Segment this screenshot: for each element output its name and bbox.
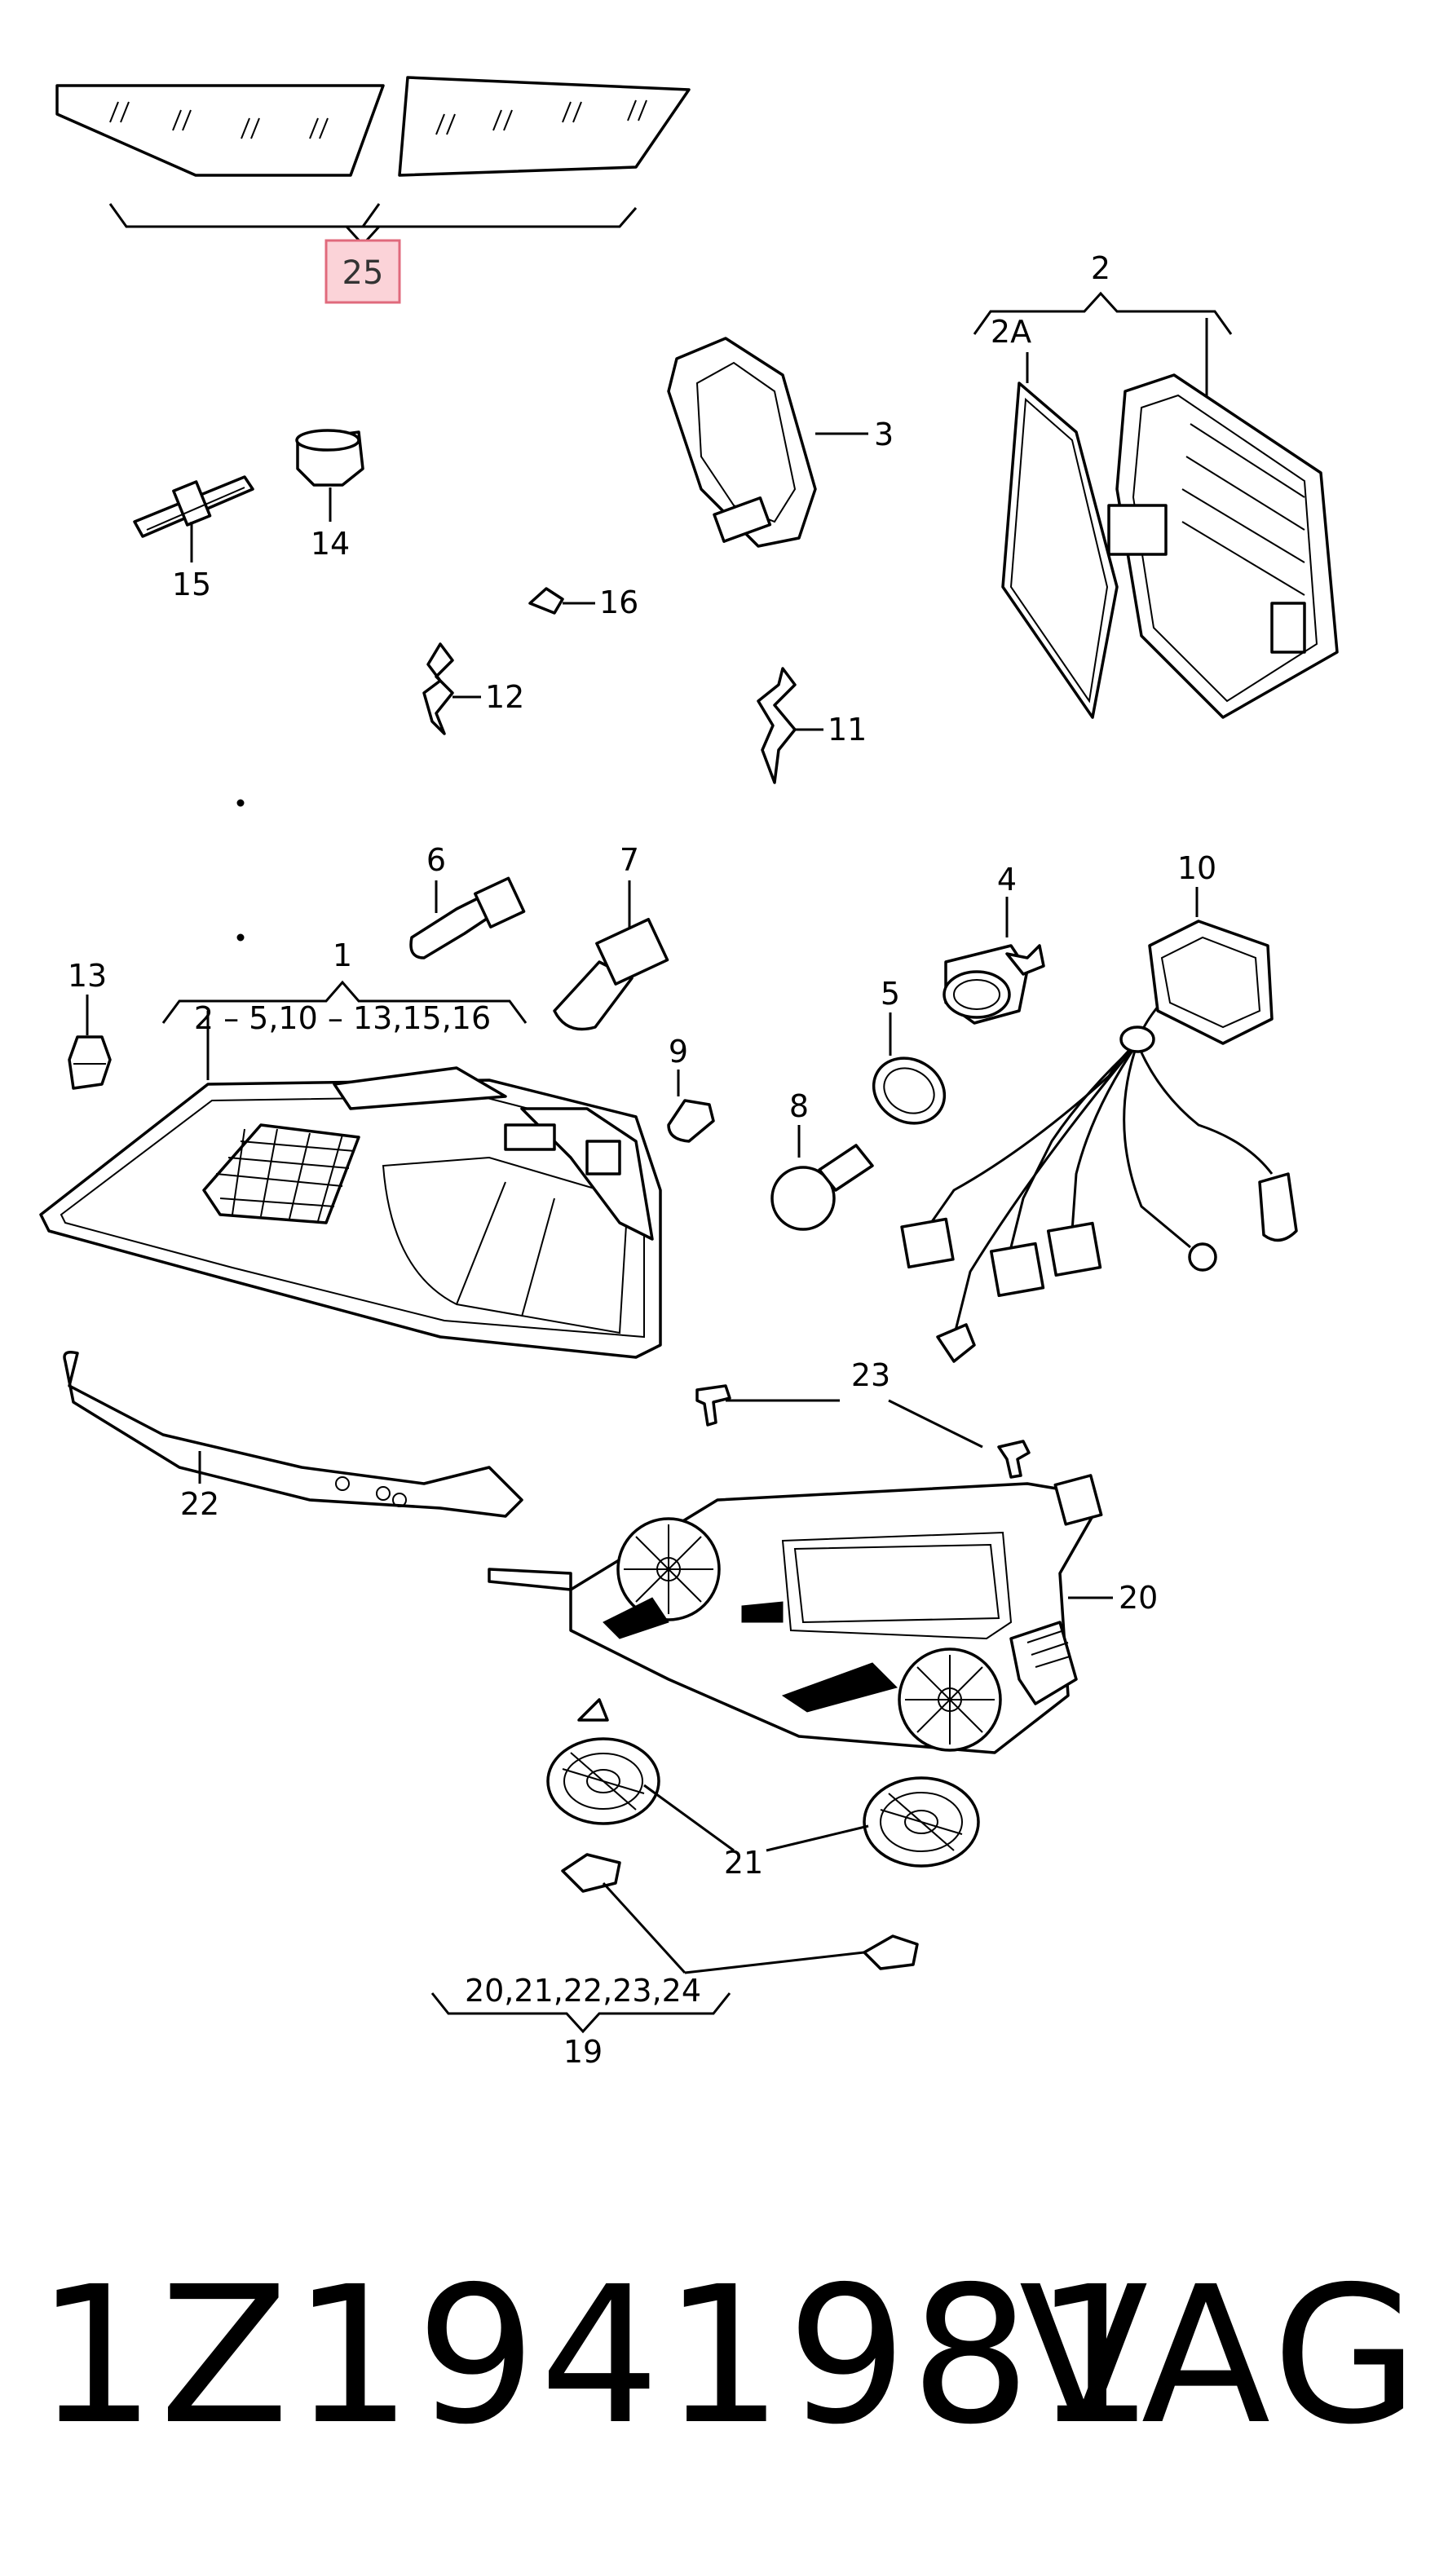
part-4-bulb-socket: 4 xyxy=(943,862,1045,1025)
part-12-clip: 12 xyxy=(422,642,524,735)
callout-11: 11 xyxy=(828,712,867,748)
part-13-nut: 13 xyxy=(68,958,112,1090)
part-7-bulb: 7 xyxy=(553,842,669,1031)
part-9-bulb: 9 xyxy=(667,1034,715,1143)
callout-16: 16 xyxy=(599,584,638,620)
exploded-parts-diagram: 25 2 2A 3 14 xyxy=(39,76,1339,2070)
part-2-housing: 2 2A xyxy=(973,250,1339,719)
footer: 1Z1941981 VAG xyxy=(0,2234,1448,2478)
part-5-seal-ring: 5 xyxy=(872,976,947,1125)
callout-25-highlight[interactable] xyxy=(324,239,401,304)
callout-5: 5 xyxy=(881,976,900,1012)
callout-12: 12 xyxy=(485,679,524,715)
part-1-headlight-assembly: 1 2 – 5,10 – 13,15,16 xyxy=(39,937,662,1359)
part-11-clip: 11 xyxy=(757,667,867,784)
part-3-bracket: 3 xyxy=(667,337,894,548)
callout-19-includes: 20,21,22,23,24 xyxy=(465,1973,701,2009)
callout-14: 14 xyxy=(311,526,350,562)
callout-22: 22 xyxy=(180,1486,219,1522)
callout-21: 21 xyxy=(724,1845,763,1881)
kit-19-callout: 20,21,22,23,24 19 xyxy=(430,1973,731,2070)
part-6-bulb: 6 xyxy=(409,842,526,959)
callout-13: 13 xyxy=(68,958,107,994)
part-22-bracket: 22 xyxy=(63,1351,523,1522)
callout-25: 25 xyxy=(342,254,384,292)
callout-15: 15 xyxy=(172,567,211,602)
brand-name: VAG xyxy=(1018,2246,1424,2466)
callout-9: 9 xyxy=(669,1034,688,1070)
callout-4: 4 xyxy=(997,862,1017,898)
callout-2: 2 xyxy=(1091,250,1110,286)
callout-8: 8 xyxy=(789,1088,809,1124)
part-25-lens-covers xyxy=(55,76,691,247)
callout-1-includes: 2 – 5,10 – 13,15,16 xyxy=(194,1000,491,1036)
callout-2a: 2A xyxy=(991,314,1031,350)
callout-1: 1 xyxy=(333,937,352,973)
part-15-screw: 15 xyxy=(133,475,254,602)
part-23-screws: 23 xyxy=(695,1357,1031,1479)
callout-3: 3 xyxy=(874,417,894,452)
part-14-grommet: 14 xyxy=(295,429,364,562)
callout-10: 10 xyxy=(1177,850,1216,886)
callout-23: 23 xyxy=(851,1357,890,1393)
part-20-leveling-motor: 20 xyxy=(488,1474,1158,1754)
callout-20: 20 xyxy=(1119,1580,1158,1616)
callout-19: 19 xyxy=(563,2034,603,2070)
callout-6: 6 xyxy=(426,842,446,878)
part-8-bulb: 8 xyxy=(770,1088,874,1231)
part-21-adjusters: 21 xyxy=(546,1698,980,1881)
part-19-clips xyxy=(561,1853,919,1974)
callout-7: 7 xyxy=(620,842,639,878)
part-number: 1Z1941981 xyxy=(36,2246,1158,2466)
part-10-wiring-harness: 10 xyxy=(900,850,1298,1363)
part-16-pin: 16 xyxy=(528,584,638,620)
